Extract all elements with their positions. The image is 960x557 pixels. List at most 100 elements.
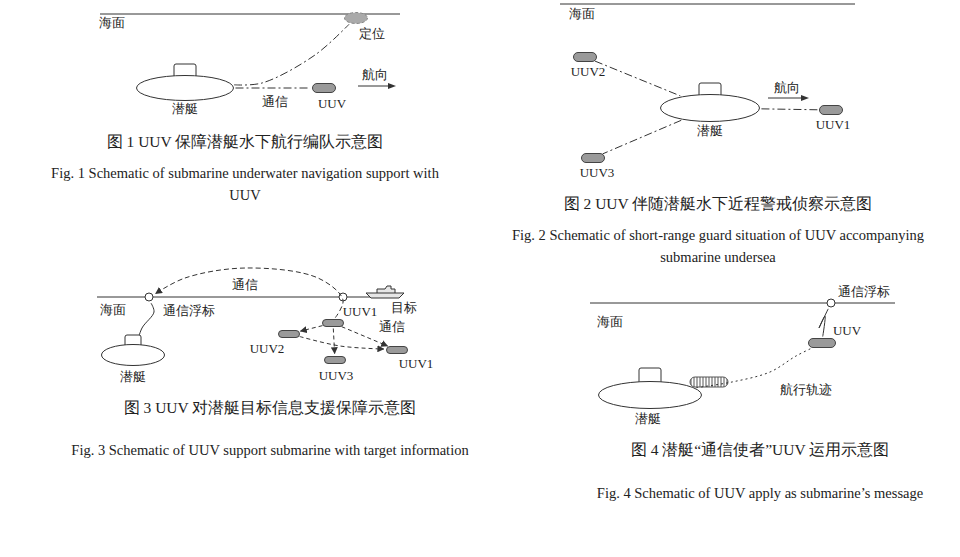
comm-link <box>595 61 680 96</box>
buoy-circle <box>145 293 153 301</box>
shape-outline <box>573 52 597 62</box>
tether-line <box>819 309 828 337</box>
shape-outline <box>144 292 154 302</box>
node-label: UUV1 <box>399 356 434 371</box>
submarine-hull <box>599 382 702 409</box>
uuv-vehicle: UUV3 <box>324 356 346 364</box>
shape-outline <box>597 367 703 409</box>
heading-label: 航向 <box>774 80 800 95</box>
figure-caption: Fig. 2 Schematic of short-range guard si… <box>503 224 933 268</box>
node-label: UUV <box>833 323 861 338</box>
link-label: 航行轨迹 <box>778 382 834 397</box>
sea-surface <box>560 4 855 5</box>
node-label: UUV1 <box>343 304 378 319</box>
shape-outline <box>581 153 605 163</box>
node-label: UUV <box>318 96 346 111</box>
node-label: 通信浮标 <box>163 303 215 318</box>
shape-outline <box>322 319 344 327</box>
link-label: 通信 <box>260 94 290 109</box>
ship-superstructure <box>377 286 395 293</box>
heading-label: 航向 <box>362 67 388 82</box>
node-label: UUV2 <box>571 64 606 79</box>
node-label: UUV3 <box>580 165 615 180</box>
submarine: 潜艇 <box>100 334 166 366</box>
node-label: UUV1 <box>816 117 851 132</box>
shape-outline <box>365 285 405 299</box>
uuv-vehicle: UUV <box>808 338 836 348</box>
submarine: 潜艇 <box>135 63 235 101</box>
comm-link <box>234 24 349 85</box>
figure-caption: 图 3 UUV 对潜艇目标信息支援保障示意图 <box>124 398 417 418</box>
figure-caption: Fig. 3 Schematic of UUV support submarin… <box>55 439 485 461</box>
shape-outline <box>808 338 836 348</box>
figure-caption: 图 4 潜艇“通信使者”UUV 运用示意图 <box>631 440 889 460</box>
uuv-vehicle: UUV2 <box>278 330 300 338</box>
comm-link <box>333 328 334 353</box>
uuv-body <box>279 331 300 338</box>
figure-caption: 图 2 UUV 伴随潜艇水下近程警戒侦察示意图 <box>564 194 873 214</box>
submarine: 潜艇 <box>659 82 761 122</box>
heading-arrow <box>768 98 803 99</box>
link-label: 通信 <box>230 277 260 292</box>
shape-outline <box>386 346 408 354</box>
heading-arrow <box>358 86 390 87</box>
node-label: 潜艇 <box>120 369 146 384</box>
submarine-hull <box>137 76 234 101</box>
surface-label: 海面 <box>99 15 125 30</box>
buoy-circle <box>827 299 835 307</box>
submarine: 潜艇 <box>597 367 703 409</box>
shape-outline <box>819 105 843 115</box>
positioning-marker <box>345 13 368 24</box>
surface-label: 海面 <box>569 6 595 21</box>
node-label: 通信浮标 <box>838 284 890 299</box>
node-label: UUV2 <box>250 341 285 356</box>
uuv-body <box>323 320 344 327</box>
submarine-hull <box>661 95 760 122</box>
heading-arrowhead <box>388 83 396 89</box>
uuv-vehicle: UUV1 <box>322 319 344 327</box>
comm-link <box>236 88 311 89</box>
figure-caption: Fig. 1 Schematic of submarine underwater… <box>40 162 450 206</box>
positioning-buoy: 定位 <box>344 12 368 24</box>
uuv-vehicle: UUV <box>312 83 336 93</box>
uuv-vehicle: UUV2 <box>573 52 597 62</box>
node-label: 目标 <box>391 300 417 315</box>
sea-surface <box>97 297 400 298</box>
uuv-vehicle: UUV1 <box>819 105 843 115</box>
uuv-body <box>313 84 336 93</box>
shape-outline <box>344 12 368 24</box>
comm-link <box>300 326 322 331</box>
figure-caption: Fig. 4 Schematic of UUV apply as submari… <box>550 482 960 504</box>
uuv-body <box>574 53 597 62</box>
shape-outline <box>826 298 836 308</box>
comm-link <box>300 337 384 350</box>
shape-outline <box>278 330 300 338</box>
uuv-vehicle: UUV3 <box>581 153 605 163</box>
uuv-body <box>820 106 843 115</box>
uuv-vehicle: UUV1 <box>386 346 408 354</box>
shape-outline <box>324 356 346 364</box>
surface-label: 海面 <box>100 302 126 317</box>
comm-buoy: 通信浮标 <box>144 292 154 302</box>
launching-uuv <box>690 377 728 387</box>
sea-surface <box>590 303 895 304</box>
comm-link <box>603 120 681 154</box>
node-label: 潜艇 <box>635 411 661 426</box>
surface-label: 海面 <box>597 314 623 329</box>
uuv-body <box>387 347 408 354</box>
link-label: 通信 <box>377 319 407 334</box>
target-ship: 目标 <box>365 285 405 299</box>
shape-outline <box>312 83 336 93</box>
uuv-body <box>325 357 346 364</box>
comm-link <box>761 108 817 110</box>
node-label: UUV3 <box>319 368 354 383</box>
comm-link <box>156 268 343 318</box>
shape-outline <box>135 63 235 101</box>
submarine-hull <box>102 345 165 366</box>
uuv-body <box>582 154 605 163</box>
figure-caption: 图 1 UUV 保障潜艇水下航行编队示意图 <box>107 132 384 152</box>
node-label: 定位 <box>359 26 385 41</box>
shape-outline <box>100 334 166 366</box>
node-label: 潜艇 <box>697 123 723 138</box>
uuv-body <box>809 339 836 348</box>
